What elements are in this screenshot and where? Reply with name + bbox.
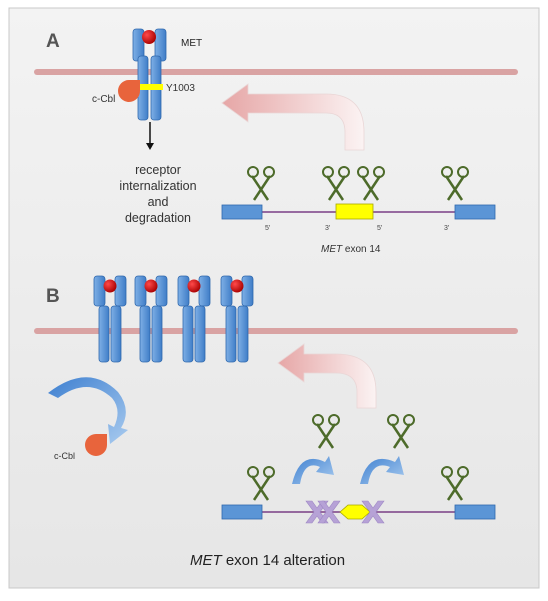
met-receptor: [132, 28, 167, 121]
c-cbl-shape-b: [85, 434, 107, 456]
exon-13-a: [221, 204, 263, 220]
mutation-marks: [305, 500, 385, 524]
cell-membrane-a: [34, 69, 518, 75]
panel-a-label: A: [46, 31, 60, 52]
cbl-release-arrow: [48, 377, 128, 444]
exon-14-a: [335, 203, 374, 220]
met-label: MET: [181, 38, 202, 49]
y1003-label: Y1003: [166, 83, 195, 94]
five-prime-label-2: 5': [377, 225, 382, 232]
splice-skip-arrow-left: [292, 456, 334, 484]
exon-13-b: [221, 504, 263, 520]
outcome-text-1: receptor: [135, 163, 181, 177]
exon-15-b: [454, 504, 496, 520]
outcome-text-2: internalization: [119, 179, 196, 193]
c-cbl-label-a: c-Cbl: [92, 94, 115, 105]
three-prime-label-1: 3': [325, 225, 330, 232]
outcome-text-4: degradation: [125, 211, 191, 225]
three-prime-label-2: 3': [444, 225, 449, 232]
c-cbl-label-b: c-Cbl: [54, 451, 75, 461]
hgf-ligand: [142, 30, 156, 44]
five-prime-label-1: 5': [265, 225, 270, 232]
outcome-text-3: and: [148, 195, 169, 209]
protein-output-arrow-b: [277, 343, 377, 409]
y1003-site: [137, 84, 163, 90]
protein-output-arrow-a: [221, 83, 365, 151]
panel-b-label: B: [46, 286, 60, 307]
exon-15-a: [454, 204, 496, 220]
splice-skip-arrow-right: [360, 456, 404, 484]
exon-caption-a: MET exon 14: [321, 244, 381, 255]
alteration-caption: MET exon 14 alteration: [190, 552, 345, 569]
c-cbl-shape-a: [118, 80, 140, 102]
